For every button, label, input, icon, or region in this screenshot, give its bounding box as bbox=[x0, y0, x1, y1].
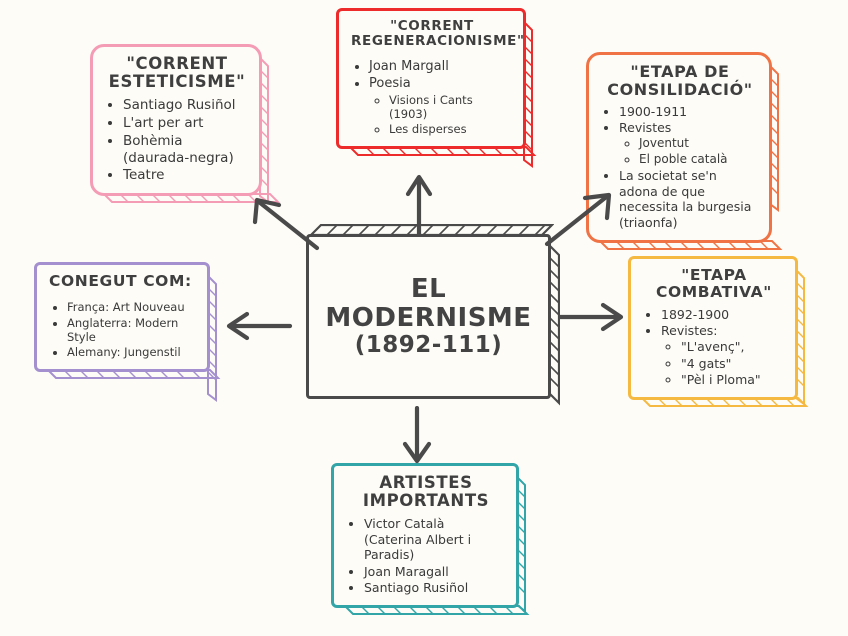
node-sub-bullet-list: Joventut El poble català bbox=[619, 136, 759, 167]
node-shadow-bottom-icon bbox=[598, 239, 783, 250]
list-item: Poesia Visions i Cants (1903) Les disper… bbox=[369, 76, 513, 136]
arrow-to-conegut bbox=[226, 311, 293, 341]
node-title: "ETAPA COMBATIVA" bbox=[656, 266, 772, 302]
list-item: Alemany: Jungenstil bbox=[67, 345, 197, 359]
list-item: Teatre bbox=[123, 167, 249, 184]
list-item: Joan Margall bbox=[369, 59, 513, 75]
node-etapa-combativa[interactable]: "ETAPA COMBATIVA" 1892-1900 Revistes: "L… bbox=[628, 256, 809, 407]
list-item-label: Poesia bbox=[369, 76, 411, 92]
node-etapa-de-consilidacio[interactable]: "ETAPA DE CONSILIDACIÓ" 1900-1911 Revist… bbox=[586, 52, 783, 250]
list-item: Bohèmia (daurada-negra) bbox=[123, 133, 249, 167]
list-item: Revistes Joventut El poble català bbox=[619, 120, 759, 167]
list-item: Santiago Rusiñol bbox=[364, 580, 506, 596]
sub-list-item: Joventut bbox=[639, 136, 759, 151]
node-shadow-bottom-icon bbox=[46, 368, 221, 379]
node-bullet-list: Victor Català (Caterina Albert i Paradis… bbox=[346, 516, 506, 596]
list-item: L'art per art bbox=[123, 115, 249, 132]
node-title: "CORRENT ESTETICISME" bbox=[108, 54, 246, 92]
node-el-modernisme-central[interactable]: EL MODERNISME (1892-111) bbox=[306, 224, 560, 406]
list-item: 1900-1911 bbox=[619, 104, 759, 120]
node-bullet-list: França: Art Nouveau Anglaterra: Modern S… bbox=[49, 300, 197, 360]
node-bullet-list: 1900-1911 Revistes Joventut El poble cat… bbox=[601, 104, 759, 231]
node-bullet-list: 1892-1900 Revistes: "L'avenç", "4 gats" … bbox=[643, 307, 785, 388]
arrow-to-combativa bbox=[558, 302, 624, 332]
node-top-edge-icon bbox=[309, 224, 554, 237]
node-sub-bullet-list: "L'avenç", "4 gats" "Pèl i Ploma" bbox=[661, 339, 785, 388]
list-item: Revistes: "L'avenç", "4 gats" "Pèl i Plo… bbox=[661, 323, 785, 388]
sub-list-item: "Pèl i Ploma" bbox=[681, 372, 785, 388]
list-item: Joan Maragall bbox=[364, 564, 506, 580]
list-item-label: Revistes: bbox=[661, 323, 718, 339]
sub-list-item: "L'avenç", bbox=[681, 339, 785, 355]
node-bullet-list: Joan Margall Poesia Visions i Cants (190… bbox=[351, 59, 513, 137]
node-shadow-right-icon bbox=[795, 268, 805, 406]
node-title: ARTISTES IMPORTANTS bbox=[362, 473, 490, 511]
node-artistes-importants[interactable]: ARTISTES IMPORTANTS Victor Català (Cater… bbox=[331, 463, 530, 616]
sub-list-item: Les disperses bbox=[389, 122, 513, 136]
node-shadow-right-icon bbox=[769, 64, 779, 212]
node-sub-bullet-list: Visions i Cants (1903) Les disperses bbox=[369, 93, 513, 137]
sub-list-item: "4 gats" bbox=[681, 356, 785, 372]
node-shadow-bottom-icon bbox=[343, 605, 530, 616]
node-corrent-regeneracionisme[interactable]: "CORRENT REGENERACIONISME" Joan Margall … bbox=[336, 8, 537, 168]
node-corrent-esteticisme[interactable]: "CORRENT ESTETICISME" Santiago Rusiñol L… bbox=[90, 44, 281, 204]
node-shadow-bottom-icon bbox=[102, 193, 281, 204]
node-shadow-right-icon bbox=[548, 243, 560, 406]
node-title: "CORRENT REGENERACIONISME" bbox=[351, 18, 525, 50]
list-item: 1892-1900 bbox=[661, 307, 785, 323]
central-node-title: EL MODERNISME (1892-111) bbox=[325, 273, 532, 358]
list-item: Anglaterra: Modern Style bbox=[67, 316, 197, 345]
node-bullet-list: Santiago Rusiñol L'art per art Bohèmia (… bbox=[105, 97, 249, 184]
node-shadow-right-icon bbox=[516, 475, 526, 613]
node-shadow-right-icon bbox=[207, 274, 217, 402]
list-item: Victor Català (Caterina Albert i Paradis… bbox=[364, 516, 506, 563]
sub-list-item: El poble català bbox=[639, 152, 759, 167]
node-shadow-right-icon bbox=[259, 56, 269, 204]
list-item-label: Revistes bbox=[619, 120, 672, 136]
list-item: Santiago Rusiñol bbox=[123, 97, 249, 114]
arrow-to-artistes bbox=[402, 406, 432, 464]
node-shadow-bottom-icon bbox=[640, 396, 809, 407]
node-shadow-bottom-icon bbox=[348, 145, 537, 156]
list-item: França: Art Nouveau bbox=[67, 300, 197, 314]
node-title: CONEGUT COM: bbox=[49, 272, 192, 290]
list-item: La societat se'n adona de que necessita … bbox=[619, 168, 759, 231]
node-conegut-com[interactable]: CONEGUT COM: França: Art Nouveau Anglate… bbox=[34, 262, 221, 402]
node-title: "ETAPA DE CONSILIDACIÓ" bbox=[607, 62, 753, 99]
sub-list-item: Visions i Cants (1903) bbox=[389, 93, 513, 122]
